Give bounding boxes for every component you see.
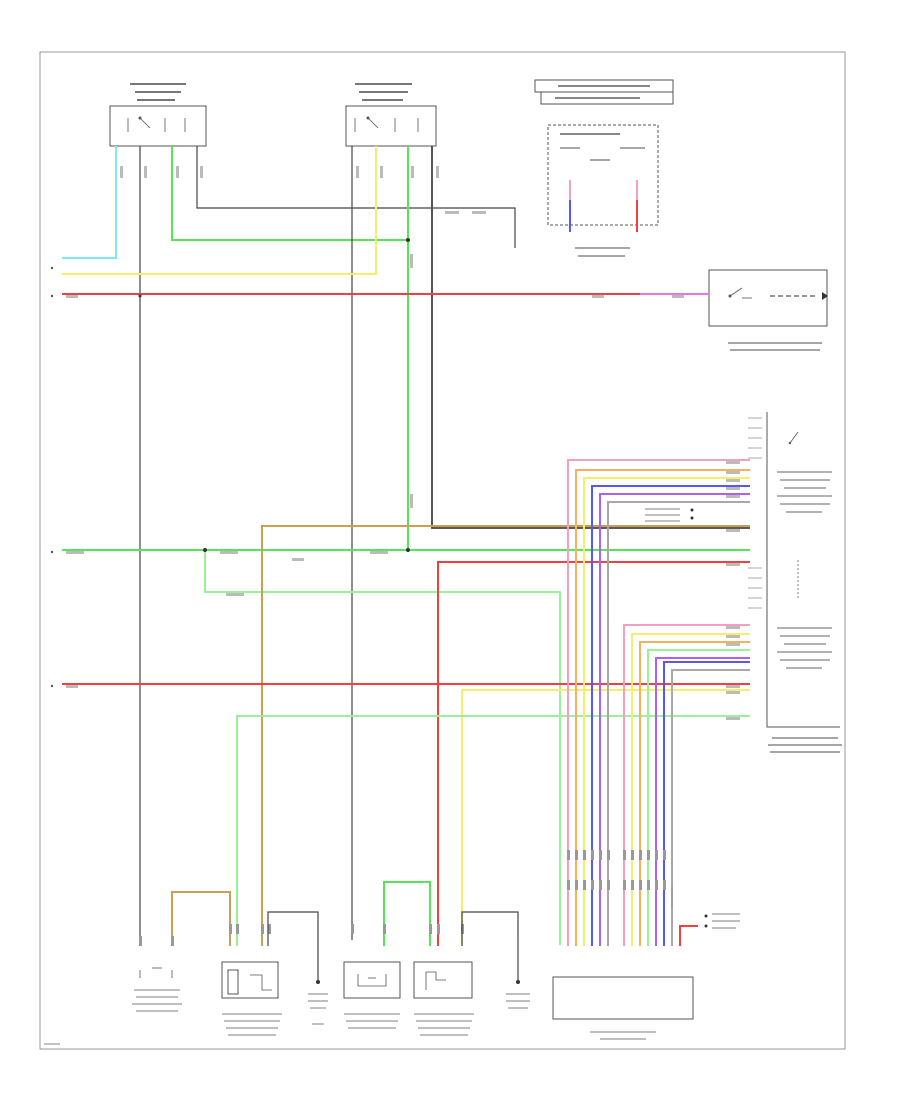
bottom-switch-1 bbox=[132, 967, 182, 1012]
wire-violet-lower bbox=[655, 657, 750, 946]
ground-icon bbox=[516, 980, 520, 984]
left-edge-markers bbox=[50, 266, 54, 688]
side-connector-labels bbox=[645, 508, 694, 522]
wire-gray-lower bbox=[671, 669, 750, 946]
bottom-actuator-component bbox=[413, 911, 519, 1036]
switch-icon bbox=[728, 287, 752, 299]
right-relay-component bbox=[708, 269, 828, 351]
wire-black-upper bbox=[196, 146, 516, 248]
wire-violet-bundle bbox=[599, 493, 750, 946]
wire-red-short bbox=[679, 925, 698, 946]
motor-icon bbox=[357, 974, 387, 987]
wire-green-bottom-loop bbox=[383, 881, 431, 946]
control-unit-text-block-lower bbox=[777, 627, 832, 669]
wire-yellow-upper bbox=[62, 146, 377, 275]
wire-red-middle bbox=[437, 561, 750, 946]
ground-2 bbox=[506, 940, 530, 1009]
wire-blue-lower bbox=[663, 661, 750, 946]
wire-yellow-lower-bundle bbox=[631, 633, 750, 946]
wire-orange-lower bbox=[639, 641, 750, 946]
bottom-motor-component bbox=[343, 961, 401, 1029]
wire-pink-lower bbox=[623, 624, 750, 946]
switch-icon bbox=[354, 116, 419, 132]
wire-green-upper bbox=[171, 146, 408, 241]
control-unit-text-block-upper bbox=[777, 471, 832, 513]
bottom-sensor-component bbox=[221, 911, 319, 1036]
bottom-connector-pins bbox=[139, 850, 666, 946]
wire-gray-bundle bbox=[607, 501, 750, 946]
wire-light-green-loop bbox=[204, 550, 561, 945]
wire-brown-bottom-loop bbox=[171, 891, 231, 946]
splice-points bbox=[138, 238, 410, 552]
switch-icon bbox=[139, 967, 173, 978]
control-unit-component bbox=[748, 412, 842, 753]
switch-icon bbox=[127, 116, 186, 132]
wire-yellow-lower bbox=[461, 689, 750, 946]
top-middle-switch-component bbox=[345, 83, 437, 147]
ground-1 bbox=[308, 940, 328, 1025]
wire-black-thick bbox=[431, 146, 750, 529]
wire-brown bbox=[261, 525, 750, 946]
wire-labels bbox=[66, 166, 740, 720]
wire-orange bbox=[575, 469, 750, 946]
top-left-switch-component bbox=[109, 83, 207, 147]
wire-blue-bundle bbox=[591, 485, 750, 946]
wire-light-green-bundle bbox=[647, 649, 750, 946]
wires bbox=[62, 146, 750, 946]
ground-icon bbox=[316, 980, 320, 984]
wire-yellow-bundle bbox=[583, 477, 750, 946]
top-right-ecu-box bbox=[534, 79, 674, 257]
page-frame bbox=[39, 51, 846, 1050]
switch-icon bbox=[788, 431, 799, 445]
connector-arrow-icon bbox=[822, 292, 828, 300]
wire-light-blue bbox=[62, 146, 117, 259]
wire-light-green-lower bbox=[236, 715, 750, 946]
wire-pink bbox=[567, 459, 750, 946]
control-unit-pin-labels bbox=[748, 417, 762, 609]
bottom-control-box bbox=[552, 886, 740, 1040]
